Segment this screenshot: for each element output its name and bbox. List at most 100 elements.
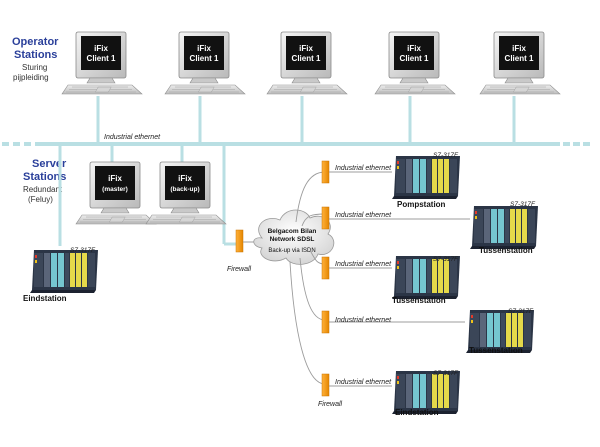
remote-ethernet-2: Industrial ethernet — [335, 212, 392, 219]
local-plc — [30, 250, 98, 293]
svg-text:S7-317F: S7-317F — [508, 308, 534, 315]
svg-text:Pompstation: Pompstation — [397, 200, 446, 209]
svg-text:Client 1: Client 1 — [292, 54, 321, 63]
server-screen-line2: (master) — [102, 186, 128, 193]
cloud-title-2: Network SDSL — [270, 236, 315, 243]
remote-plc-model-4: S7-317F — [508, 308, 534, 315]
sdsl-cloud — [253, 209, 335, 265]
server-screen-line2: (back-up) — [170, 186, 199, 193]
svg-text:Industrial ethernet: Industrial ethernet — [335, 379, 392, 386]
client-screen-line2: Client 1 — [190, 54, 219, 63]
svg-text:Tussenstation: Tussenstation — [469, 346, 523, 355]
remote-plc-1 — [392, 156, 460, 199]
remote-firewall-5 — [321, 373, 330, 397]
remote-plc-2 — [470, 206, 538, 249]
remote-plc-model-1: S7-317F — [433, 152, 459, 159]
svg-text:(Feluy): (Feluy) — [28, 195, 53, 204]
server-drops — [58, 146, 238, 246]
svg-text:Operator: Operator — [12, 36, 59, 48]
svg-text:iFix: iFix — [178, 174, 192, 183]
svg-text:iFix: iFix — [299, 44, 313, 53]
operator-client-2: iFix Client 1 — [164, 31, 246, 95]
client-screen-line2: Client 1 — [400, 54, 429, 63]
server-screen-line1: iFix — [178, 174, 192, 183]
svg-text:Firewall: Firewall — [227, 266, 252, 273]
server-title-2: Stations — [23, 171, 66, 183]
remote-plc-model-5: S7-317F — [433, 370, 459, 377]
svg-text:iFix: iFix — [108, 174, 122, 183]
remote-ethernet-4: Industrial ethernet — [335, 317, 392, 324]
operator-client-1: iFix Client 1 — [61, 31, 143, 95]
client-screen-line1: iFix — [94, 44, 108, 53]
remote-station-name-2: Tussenstation — [479, 246, 533, 255]
server-sub-2: (Feluy) — [28, 195, 53, 204]
svg-text:Industrial ethernet: Industrial ethernet — [335, 212, 392, 219]
svg-text:Eindstation: Eindstation — [395, 408, 439, 417]
svg-text:Redundant: Redundant — [23, 185, 63, 194]
svg-text:iFix: iFix — [94, 44, 108, 53]
client-screen-line1: iFix — [512, 44, 526, 53]
remote-plc-model-2: S7-317F — [510, 201, 536, 208]
svg-text:Industrial ethernet: Industrial ethernet — [335, 261, 392, 268]
remote-ethernet-3: Industrial ethernet — [335, 261, 392, 268]
remote-station-name-1: Pompstation — [397, 200, 446, 209]
remote-firewall-3 — [321, 256, 330, 280]
operator-client-4: iFix Client 1 — [374, 31, 456, 95]
client-screen-line1: iFix — [407, 44, 421, 53]
svg-text:Stations: Stations — [23, 171, 66, 183]
svg-text:Firewall: Firewall — [318, 401, 343, 408]
client-drops — [96, 96, 516, 143]
svg-text:Network SDSL: Network SDSL — [270, 236, 315, 243]
client-screen-line2: Client 1 — [87, 54, 116, 63]
local-plc-model: S7-317F — [70, 247, 96, 254]
svg-text:Tussenstation: Tussenstation — [479, 246, 533, 255]
svg-text:(back-up): (back-up) — [170, 186, 199, 193]
remote-firewall-4 — [321, 310, 330, 334]
remote-ethernet-1: Industrial ethernet — [335, 165, 392, 172]
operator-client-5: iFix Client 1 — [479, 31, 561, 95]
client-screen-line1: iFix — [299, 44, 313, 53]
svg-text:Industrial ethernet: Industrial ethernet — [335, 165, 392, 172]
svg-text:Sturing: Sturing — [22, 63, 47, 72]
svg-text:Tussenstation: Tussenstation — [392, 296, 446, 305]
ethernet-bus — [2, 142, 590, 146]
svg-text:S7-317F: S7-317F — [433, 152, 459, 159]
remote-ethernet-5: Industrial ethernet — [335, 379, 392, 386]
svg-text:Client 1: Client 1 — [190, 54, 219, 63]
svg-text:Client 1: Client 1 — [505, 54, 534, 63]
remote-firewall-1 — [321, 160, 330, 184]
remote-plc-model-3: S7-317F — [433, 256, 459, 263]
svg-text:iFix: iFix — [407, 44, 421, 53]
remote-station-name-4: Tussenstation — [469, 346, 523, 355]
server-sub-1: Redundant — [23, 185, 63, 194]
svg-text:Server: Server — [32, 158, 67, 170]
operator-sub-2: pijpleiding — [13, 73, 49, 82]
client-screen-line2: Client 1 — [292, 54, 321, 63]
svg-text:(master): (master) — [102, 186, 128, 193]
firewall-main — [235, 229, 244, 253]
svg-text:S7-317F: S7-317F — [510, 201, 536, 208]
svg-text:iFix: iFix — [512, 44, 526, 53]
remote-firewall-2 — [321, 206, 330, 230]
svg-text:Client 1: Client 1 — [400, 54, 429, 63]
operator-sub-1: Sturing — [22, 63, 47, 72]
svg-text:Back-up via ISDN: Back-up via ISDN — [268, 248, 315, 254]
operator-title-1: Operator — [12, 36, 59, 48]
svg-text:Client 1: Client 1 — [87, 54, 116, 63]
svg-text:pijpleiding: pijpleiding — [13, 73, 49, 82]
remote-station-name-5: Eindstation — [395, 408, 439, 417]
svg-text:Eindstation: Eindstation — [23, 294, 67, 303]
ethernet-label: Industrial ethernet — [104, 134, 161, 141]
firewall-remote-label: Firewall — [318, 401, 343, 408]
client-screen-line1: iFix — [197, 44, 211, 53]
svg-text:iFix: iFix — [197, 44, 211, 53]
svg-text:Industrial ethernet: Industrial ethernet — [335, 317, 392, 324]
operator-title-2: Stations — [14, 49, 57, 61]
svg-text:Industrial ethernet: Industrial ethernet — [104, 134, 161, 141]
operator-client-3: iFix Client 1 — [266, 31, 348, 95]
cloud-links — [289, 171, 326, 385]
remote-station-name-3: Tussenstation — [392, 296, 446, 305]
svg-text:S7-317F: S7-317F — [433, 370, 459, 377]
server-screen-line1: iFix — [108, 174, 122, 183]
